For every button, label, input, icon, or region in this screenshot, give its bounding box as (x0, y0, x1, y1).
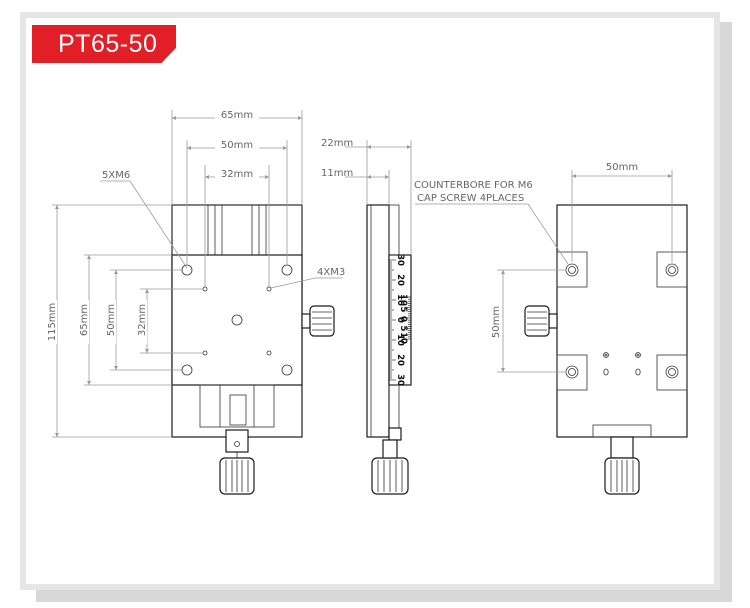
dim-depth-partial: 11mm (321, 168, 353, 179)
vernier-label: 0 (398, 316, 408, 322)
dim-depth-total: 22mm (321, 138, 353, 149)
bottom-view: 50mm 50mm COUNTERBORE FOR M6 CAP SCREW 4… (414, 160, 688, 495)
scale-label: 10 (395, 334, 405, 346)
dim-height-outer: 65mm (79, 304, 90, 336)
dim-height-total: 115mm (47, 303, 58, 342)
bottom-base-plate (556, 204, 688, 438)
note-line2: CAP SCREW 4PLACES (417, 193, 524, 204)
m6-hole-center (231, 314, 243, 326)
dim-height-inner: 32mm (137, 304, 148, 336)
dim-height-mid: 50mm (106, 304, 117, 336)
dim-width-mid: 50mm (221, 140, 253, 151)
vernier-label: 5 (398, 307, 408, 313)
counterbore-hole (665, 263, 679, 277)
counterbore-hole (565, 263, 579, 277)
product-title: PT65-50 (32, 25, 176, 63)
scale-label: 20 (395, 274, 405, 286)
frame-shadow (36, 588, 732, 602)
frame-shadow (718, 22, 732, 602)
dim-bottom-width: 50mm (606, 162, 638, 173)
side-knob (371, 439, 409, 495)
front-knob (219, 457, 255, 495)
dim-width-inner: 32mm (221, 169, 253, 180)
scale-label: 20 (395, 354, 405, 366)
m3-hole (266, 350, 272, 356)
front-stage-top (171, 254, 303, 386)
scale-label: 0 (395, 317, 405, 323)
dim-bottom-height: 50mm (491, 306, 502, 338)
scale-label: 30 (395, 254, 405, 266)
bottom-side-knob (524, 305, 558, 337)
hole-label-m3: 4XM3 (317, 267, 345, 278)
front-side-knob (301, 305, 335, 337)
dim-width-outer: 65mm (221, 110, 253, 121)
vernier-label: 10 (398, 294, 408, 306)
side-body (366, 204, 390, 438)
scale-label: 30 (395, 374, 405, 386)
vernier-label: 5 (398, 326, 408, 332)
counterbore-hole (665, 365, 679, 379)
hole-label-m6: 5XM6 (102, 170, 130, 181)
note-line1: COUNTERBORE FOR M6 (414, 180, 533, 191)
counterbore-hole (565, 365, 579, 379)
scale-label: 10 (395, 294, 405, 306)
m6-hole (281, 364, 293, 376)
vernier-label: 10 (398, 332, 408, 344)
front-view: 65mm 50mm 32mm 5XM6 4XM3 115mm 65mm 50mm… (45, 108, 345, 495)
bottom-knob (604, 457, 640, 495)
